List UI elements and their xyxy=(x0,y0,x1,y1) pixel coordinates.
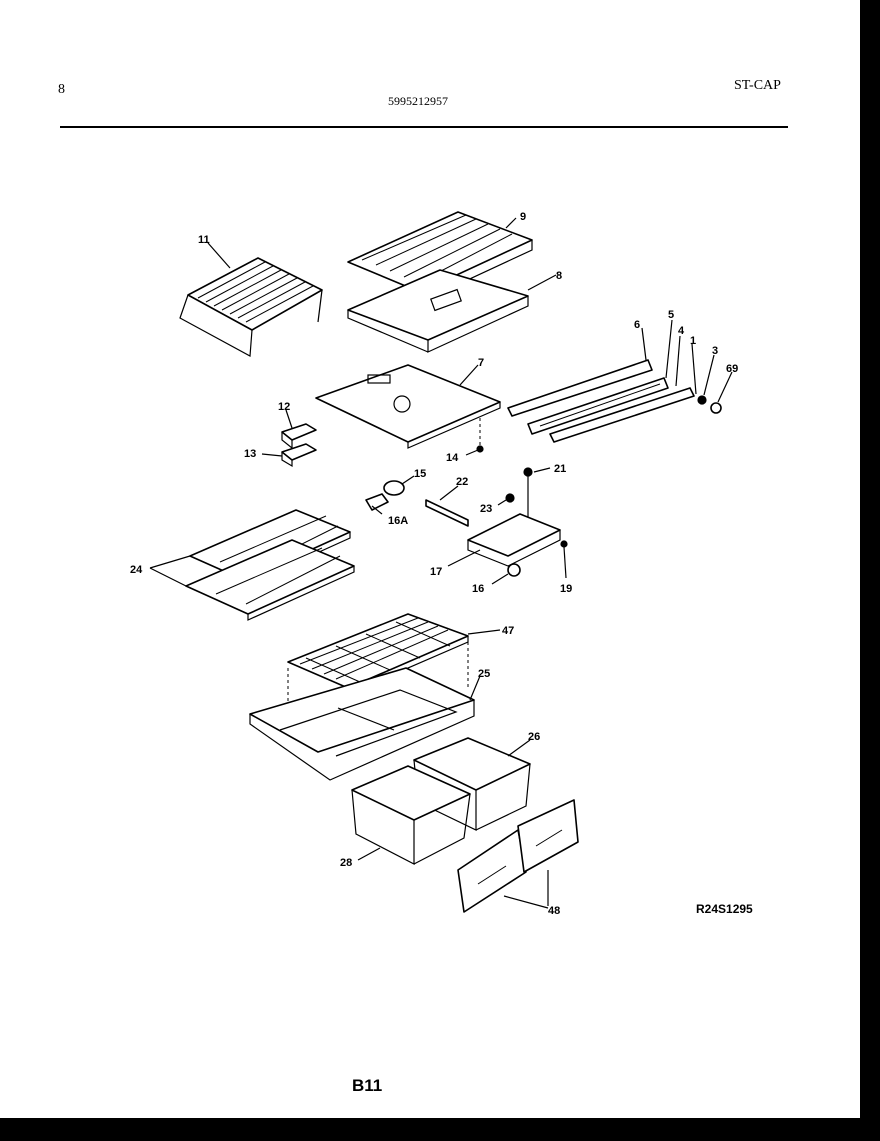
part-8-shelf-frame xyxy=(347,269,557,353)
part-13-bracket xyxy=(261,443,317,468)
part-47-crisper-cover xyxy=(287,613,501,720)
callout-16a: 16A xyxy=(388,515,408,527)
part-17-tray xyxy=(447,513,561,567)
callout-26: 26 xyxy=(528,731,540,743)
callout-9: 9 xyxy=(520,211,526,223)
callout-69: 69 xyxy=(726,363,738,375)
part-3-screw xyxy=(697,354,715,405)
part-16a-cam xyxy=(365,493,389,515)
part-23-nut xyxy=(497,493,515,506)
exploded-parts-diagram: 11 9 8 6 5 4 1 3 69 7 12 13 14 15 21 22 … xyxy=(130,211,738,917)
drawing-code: R24S1295 xyxy=(696,902,753,916)
part-4-rail xyxy=(549,335,697,443)
part-25-crisper-frame xyxy=(249,667,481,781)
callout-19: 19 xyxy=(560,583,572,595)
callout-28: 28 xyxy=(340,857,352,869)
part-14-screw xyxy=(465,445,484,456)
callout-23: 23 xyxy=(480,503,492,515)
part-5-rail xyxy=(527,319,673,435)
part-16-wheel xyxy=(491,563,521,585)
part-22-rod xyxy=(425,485,469,527)
callout-16: 16 xyxy=(472,583,484,595)
callout-14: 14 xyxy=(446,452,459,464)
callout-47: 47 xyxy=(502,625,514,637)
callout-4: 4 xyxy=(678,325,685,337)
part-69-clip xyxy=(710,371,733,414)
callout-8: 8 xyxy=(556,270,562,282)
part-19-screw xyxy=(560,540,568,579)
callout-12: 12 xyxy=(278,401,290,413)
callout-17: 17 xyxy=(430,566,442,578)
part-24-glass-shelves xyxy=(149,509,355,621)
callout-5: 5 xyxy=(668,309,674,321)
parts-diagram-page: 8 5995212957 ST-CAP xyxy=(0,0,860,1118)
page-code: B11 xyxy=(352,1076,383,1095)
page-number: 8 xyxy=(58,82,65,97)
model-code: ST-CAP xyxy=(734,78,781,93)
callout-25: 25 xyxy=(478,668,490,680)
part-28-crisper-drawer xyxy=(351,765,471,865)
part-15-cam xyxy=(383,475,415,496)
callout-11: 11 xyxy=(198,234,210,246)
part-21-bolt xyxy=(523,467,551,520)
part-6-rail xyxy=(507,327,653,417)
callout-15: 15 xyxy=(414,468,426,480)
callout-21: 21 xyxy=(554,463,566,475)
callout-6: 6 xyxy=(634,319,640,331)
callout-22: 22 xyxy=(456,476,468,488)
part-7-shelf-panel xyxy=(315,364,501,449)
part-26-crisper-drawer xyxy=(413,737,531,831)
callout-48: 48 xyxy=(548,905,560,917)
callout-7: 7 xyxy=(478,357,484,369)
callout-3: 3 xyxy=(712,345,718,357)
callout-13: 13 xyxy=(244,448,256,460)
part-number: 5995212957 xyxy=(388,94,448,108)
callout-1: 1 xyxy=(690,335,696,347)
callout-24: 24 xyxy=(130,564,143,576)
part-48-drawer-fronts xyxy=(457,799,579,913)
part-12-bracket xyxy=(281,409,317,450)
header-rule xyxy=(60,126,788,128)
part-11-wire-shelf xyxy=(179,242,323,357)
